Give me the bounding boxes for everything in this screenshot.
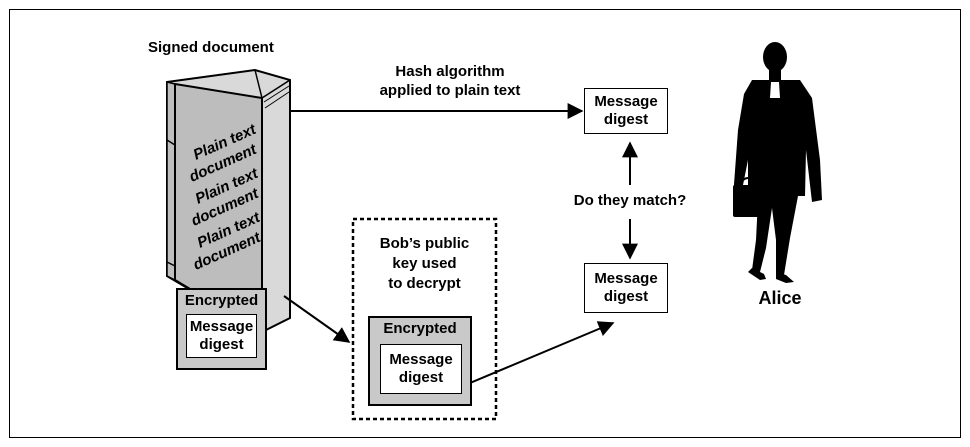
decrypt-encrypted-panel: Encrypted Message digest — [368, 316, 472, 406]
signed-document-title: Signed document — [148, 39, 274, 56]
match-question: Do they match? — [573, 192, 687, 209]
alice-silhouette — [733, 42, 822, 283]
digest-line: Message — [594, 93, 658, 110]
book-encrypted-panel: Encrypted Message digest — [176, 288, 267, 370]
decrypt-message-digest-box: Message digest — [380, 344, 462, 394]
decrypt-label-line: Bob’s public — [379, 235, 470, 252]
to-decrypt-arrow — [283, 295, 351, 343]
digest-line: digest — [603, 288, 649, 305]
bottom-message-digest-box: Message digest — [584, 263, 668, 313]
digest-line: Message — [389, 351, 453, 368]
digest-line: digest — [603, 111, 649, 128]
digest-line: Message — [189, 318, 254, 335]
book-icon — [166, 68, 291, 334]
decrypted-digest-arrow — [469, 321, 615, 384]
digest-line: digest — [398, 369, 444, 386]
book-message-digest-box: Message digest — [186, 314, 257, 358]
decrypt-label-line: to decrypt — [388, 275, 461, 292]
hash-label-line: applied to plain text — [379, 82, 521, 99]
alice-label: Alice — [758, 288, 802, 308]
decrypt-label-line: key used — [392, 255, 457, 272]
decrypt-dashed-box — [351, 217, 498, 421]
hash-label-line: Hash algorithm — [395, 63, 505, 80]
top-message-digest-box: Message digest — [584, 88, 668, 134]
hash-label: Hash algorithm applied to plain text — [330, 62, 570, 100]
decrypt-label: Bob’s public key used to decrypt — [354, 234, 495, 294]
digest-line: Message — [594, 270, 658, 287]
digest-line: digest — [199, 336, 244, 353]
encrypted-label: Encrypted — [184, 292, 259, 309]
encrypted-label: Encrypted — [383, 320, 457, 337]
